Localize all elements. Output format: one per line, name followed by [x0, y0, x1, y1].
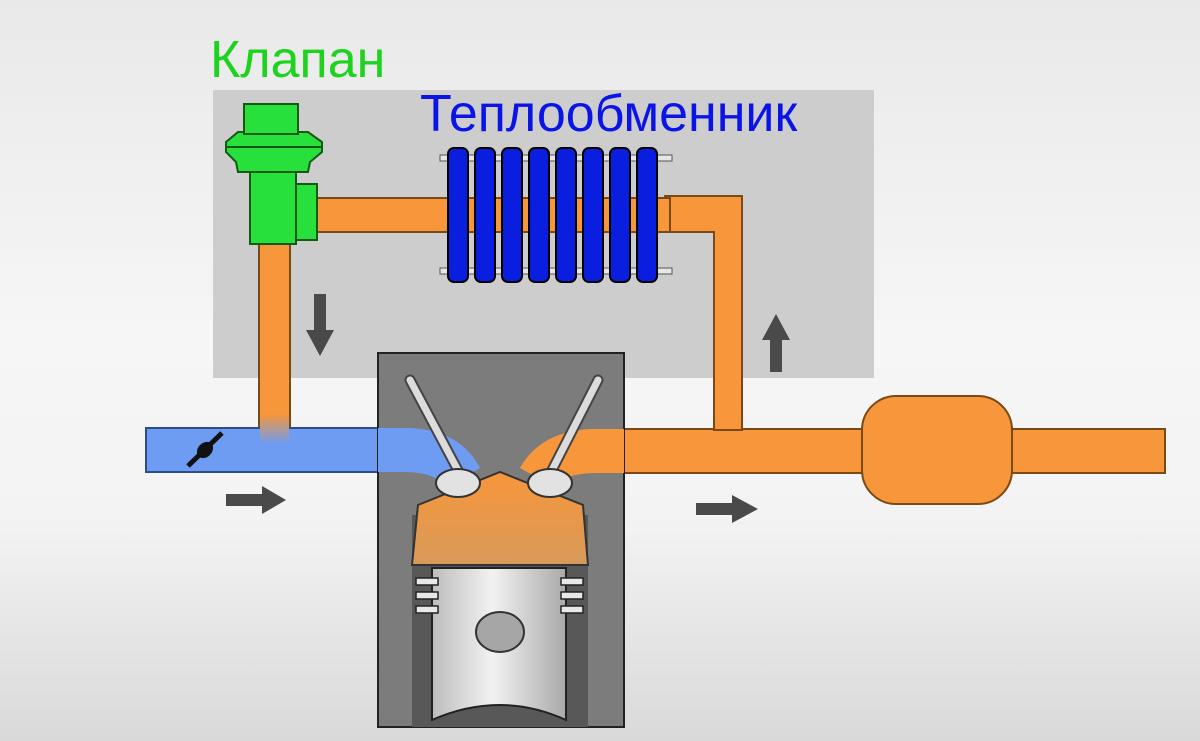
- heat-exchanger-label: Теплообменник: [420, 85, 798, 143]
- flow-arrow-icon: [762, 314, 790, 372]
- egr-valve: [225, 103, 323, 245]
- valve-label: Клапан: [210, 31, 386, 89]
- piston: [415, 567, 584, 722]
- egr-pipe: [664, 195, 743, 431]
- flow-arrow-icon: [696, 495, 758, 523]
- flow-arrow-icon: [226, 486, 286, 514]
- intake-valve: [404, 374, 481, 498]
- flow-arrow-icon: [306, 294, 334, 356]
- muffler: [861, 395, 1013, 505]
- throttle-valve-icon: [186, 431, 224, 468]
- exhaust-valve: [527, 374, 604, 498]
- wrist-pin: [475, 611, 525, 653]
- egr-pipe-down: [258, 243, 291, 431]
- egr-mix-zone: [260, 414, 289, 444]
- heat-exchanger: [439, 147, 673, 283]
